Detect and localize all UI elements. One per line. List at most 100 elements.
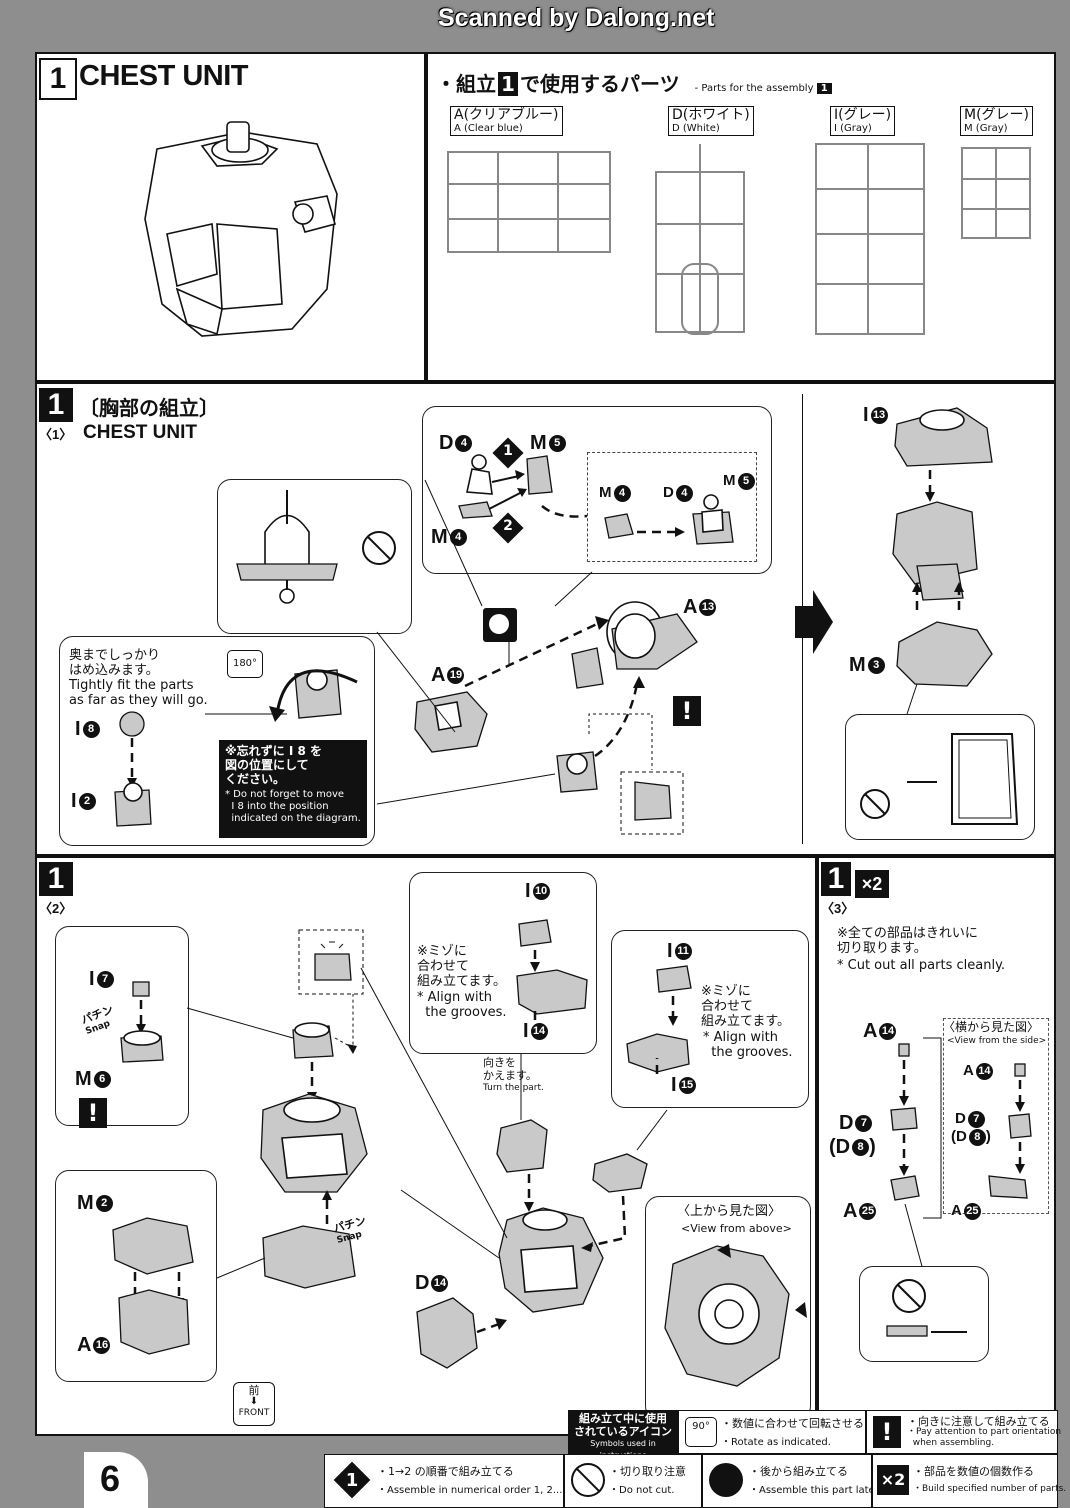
i7-assembly-bubble — [55, 926, 189, 1126]
legend-order-en: ・Assemble in numerical order 1, 2... — [377, 1485, 563, 1496]
part-d14-number: 14 — [431, 1275, 449, 1293]
legend-rotate-icon: 90° — [685, 1417, 717, 1447]
page-number: 6 — [100, 1458, 121, 1499]
turn-part-label: 向きを かえます。 Turn the part. — [483, 1056, 544, 1095]
inset-m5-letter: M — [723, 472, 736, 489]
inset-m5-number: 5 — [737, 472, 755, 490]
part-a16-number: 16 — [93, 1337, 111, 1355]
view-above-drawing — [664, 1244, 807, 1387]
i11-assembly-drawing — [626, 965, 692, 1074]
section-1-step-number: 1 — [39, 388, 73, 422]
i10-assembly-drawing — [516, 919, 588, 1020]
part-i2-letter: I — [71, 790, 77, 812]
chest-body-drawing — [360, 967, 668, 1369]
no-cut-drawing — [886, 1279, 967, 1337]
side-a25-letter: A — [951, 1202, 962, 1219]
legend-multiply-icon: ×2 — [877, 1465, 909, 1495]
part-i13-number: 13 — [870, 407, 888, 425]
rotate-180-badge: 180° — [227, 650, 263, 678]
inset-m4-number: 4 — [613, 484, 631, 502]
legend-item-orientation: ! ・向きに注意して組み立てる ・Pay attention to part o… — [866, 1410, 1062, 1454]
part-m4-letter: M — [431, 526, 448, 548]
groove-note-1-en: * Align with the grooves. — [417, 990, 507, 1020]
part-a13-number: 13 — [699, 599, 717, 617]
chest-stack-drawing — [892, 407, 993, 715]
runner-a-en: A (Clear blue) — [454, 123, 523, 134]
section-3-step-number: 1 — [821, 862, 851, 896]
cut-note-jp: ※全ての部品はきれいに 切り取ります。 — [837, 926, 978, 956]
clearance-detail-drawing — [860, 733, 1019, 825]
legend-later-jp: ・後から組み立てる — [749, 1465, 848, 1478]
parts-title-step: 1 — [498, 72, 518, 96]
legend-rotate-en: ・Rotate as indicated. — [721, 1437, 831, 1448]
groove-note-2-en: * Align with the grooves. — [703, 1030, 793, 1060]
side-d8-letter: (D — [951, 1128, 967, 1145]
parts-title-en: - Parts for the assembly 1 — [695, 83, 832, 94]
parts-title-en-step: 1 — [816, 83, 832, 94]
section-3-panel: 1 ×2 〈3〉 ※全ての部品はきれいに 切り取ります。 * Cut out a… — [817, 856, 1056, 1436]
legend-item-multiply: ×2 ・部品を数値の個数作る ・Build specified number o… — [872, 1454, 1066, 1508]
side-a14-number: 14 — [975, 1062, 993, 1080]
legend-no-cut-icon — [571, 1463, 605, 1497]
part-i7-number: 7 — [96, 971, 114, 989]
part-m3-letter: M — [849, 654, 866, 676]
side-d8-close: ) — [985, 1128, 991, 1145]
legend-item-later: ・後から組み立てる ・Assemble this part later. — [702, 1454, 881, 1508]
side-d8-number: 8 — [968, 1128, 986, 1146]
no-cut-bubble — [859, 1266, 989, 1362]
legend-orientation-en: ・Pay attention to part orientation when … — [907, 1427, 1062, 1448]
part-d8-close: ) — [869, 1136, 876, 1158]
part-a19-number: 19 — [447, 667, 465, 685]
part-m2-letter: M — [77, 1192, 94, 1214]
part-d8-number: 8 — [852, 1139, 870, 1157]
groove-note-1-jp: ※ミゾに 合わせて 組み立てます。 — [417, 944, 507, 989]
part-d14-letter: D — [415, 1272, 430, 1294]
tight-fit-en: Tightly fit the parts as far as they wil… — [69, 678, 208, 708]
runner-label-a: A(クリアブルー) A (Clear blue) — [450, 106, 563, 136]
i7-assembly-drawing — [120, 929, 368, 1289]
part-a25-letter: A — [843, 1200, 858, 1222]
caution-badge: ! — [673, 696, 701, 726]
part-i14-number: 14 — [530, 1023, 548, 1041]
runner-label-i: I(グレー) I (Gray) — [830, 106, 896, 136]
side-a25-number: 25 — [963, 1202, 981, 1220]
side-d7-number: 7 — [967, 1110, 985, 1128]
note-i8-en: * Do not forget to move I 8 into the pos… — [225, 789, 361, 824]
section-3-multiplier: ×2 — [855, 870, 889, 898]
legend-multiply-jp: ・部品を数値の個数作る — [913, 1465, 1034, 1478]
legend-item-no-cut: ・切り取り注意 ・Do not cut. — [564, 1454, 702, 1508]
chest-assembly-drawing — [376, 479, 698, 835]
runner-d-en: D (White) — [672, 123, 720, 134]
page-number-tab: 6 — [84, 1452, 148, 1508]
order-step-2-label: 2 — [503, 518, 513, 534]
header-panel: 1 CHEST UNIT — [35, 52, 426, 382]
part-d4-letter: D — [439, 432, 454, 454]
legend-later-en: ・Assemble this part later. — [749, 1485, 882, 1496]
header-title: CHEST UNIT — [79, 60, 249, 92]
part-i10-letter: I — [525, 880, 531, 902]
part-a14-number: 14 — [879, 1023, 897, 1041]
section-1-title-en: CHEST UNIT — [83, 422, 197, 443]
part-m5-letter: M — [530, 432, 547, 454]
assemble-later-icon — [483, 608, 517, 642]
part-i10-number: 10 — [532, 883, 550, 901]
part-i13-letter: I — [863, 404, 869, 426]
